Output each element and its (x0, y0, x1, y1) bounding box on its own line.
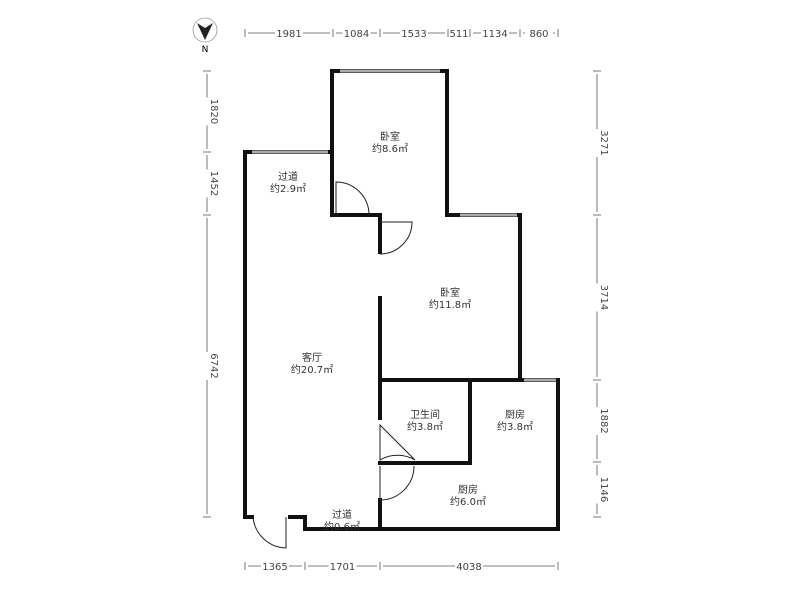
compass-arrow-icon (197, 23, 213, 40)
room-labels: 卧室 约8.6㎡ 过道 约2.9㎡ 卧室 约11.8㎡ 客厅 约20.7㎡ 卫生… (270, 130, 533, 533)
room-name: 厨房 (458, 483, 478, 496)
room-name: 过道 (278, 170, 298, 183)
dimension-lines: 1981 1084 1533 511 1134 860 1365 1701 4038 1820 14… (201, 27, 609, 573)
dimension-label: 6742 (208, 353, 219, 378)
room-name: 客厅 (302, 351, 322, 364)
compass-label: N (202, 45, 209, 55)
dimension-label: 3271 (598, 130, 609, 155)
dimension-label: 1146 (598, 477, 609, 502)
room-area: 约0.6㎡ (324, 520, 360, 533)
dimension-label: 1365 (262, 562, 287, 573)
dimension-label: 1882 (598, 408, 609, 433)
dimension-label: 3714 (598, 285, 609, 310)
dimension-label: 1701 (330, 562, 355, 573)
dimension-label: 1820 (208, 99, 219, 124)
dimension-label: 1981 (276, 29, 301, 40)
walls (243, 69, 560, 531)
doors (252, 181, 416, 549)
room-area: 约6.0㎡ (450, 495, 486, 508)
room-area: 约8.6㎡ (372, 142, 408, 155)
room-area: 约20.7㎡ (291, 363, 333, 376)
room-area: 约3.8㎡ (407, 420, 443, 433)
compass-ring (192, 17, 218, 43)
compass: N (192, 17, 218, 55)
dimension-label: 1533 (401, 29, 426, 40)
room-name: 卧室 (440, 286, 460, 299)
room-name: 过道 (332, 508, 352, 521)
room-area: 约11.8㎡ (429, 298, 471, 311)
room-name: 卧室 (380, 130, 400, 143)
room-name: 厨房 (505, 408, 525, 421)
dimension-label: 511 (449, 29, 468, 40)
dimension-label: 1134 (482, 29, 507, 40)
room-area: 约2.9㎡ (270, 182, 306, 195)
room-name: 卫生间 (410, 408, 440, 421)
dimension-label: 1084 (344, 29, 369, 40)
dimension-label: 1452 (208, 171, 219, 196)
room-area: 约3.8㎡ (497, 420, 533, 433)
dimension-label: 860 (529, 29, 548, 40)
dimension-label: 4038 (456, 562, 481, 573)
